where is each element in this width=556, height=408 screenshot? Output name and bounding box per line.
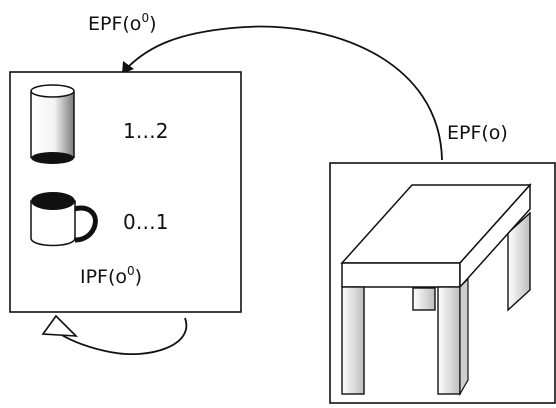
ipf-self-loop-arrow	[41, 314, 188, 356]
table-icon	[340, 183, 532, 397]
epf-top-arrow-curve	[126, 25, 443, 161]
cylinder-icon	[30, 84, 75, 164]
cylinder-count: 1…2	[123, 119, 168, 143]
ipf-self-loop-curve	[59, 317, 188, 356]
epf-top-label-close: )	[149, 13, 156, 35]
ipf-label-close: )	[135, 266, 142, 288]
epf-right-label: EPF(o)	[447, 122, 508, 144]
epf-top-label-base: EPF(o	[88, 13, 141, 35]
epf-top-label-sup: 0	[141, 11, 149, 25]
ipf-label-sup: 0	[127, 264, 135, 278]
mug-count: 0…1	[123, 210, 168, 234]
mug-icon	[30, 192, 98, 247]
ipf-label: IPF(o0)	[80, 264, 142, 288]
ipf-self-loop-arrowhead	[41, 314, 79, 337]
epf-top-label: EPF(o0)	[88, 11, 157, 35]
ipf-label-base: IPF(o	[80, 266, 127, 288]
epf-top-arrowhead	[122, 61, 134, 74]
epf-top-arrow	[122, 25, 443, 161]
